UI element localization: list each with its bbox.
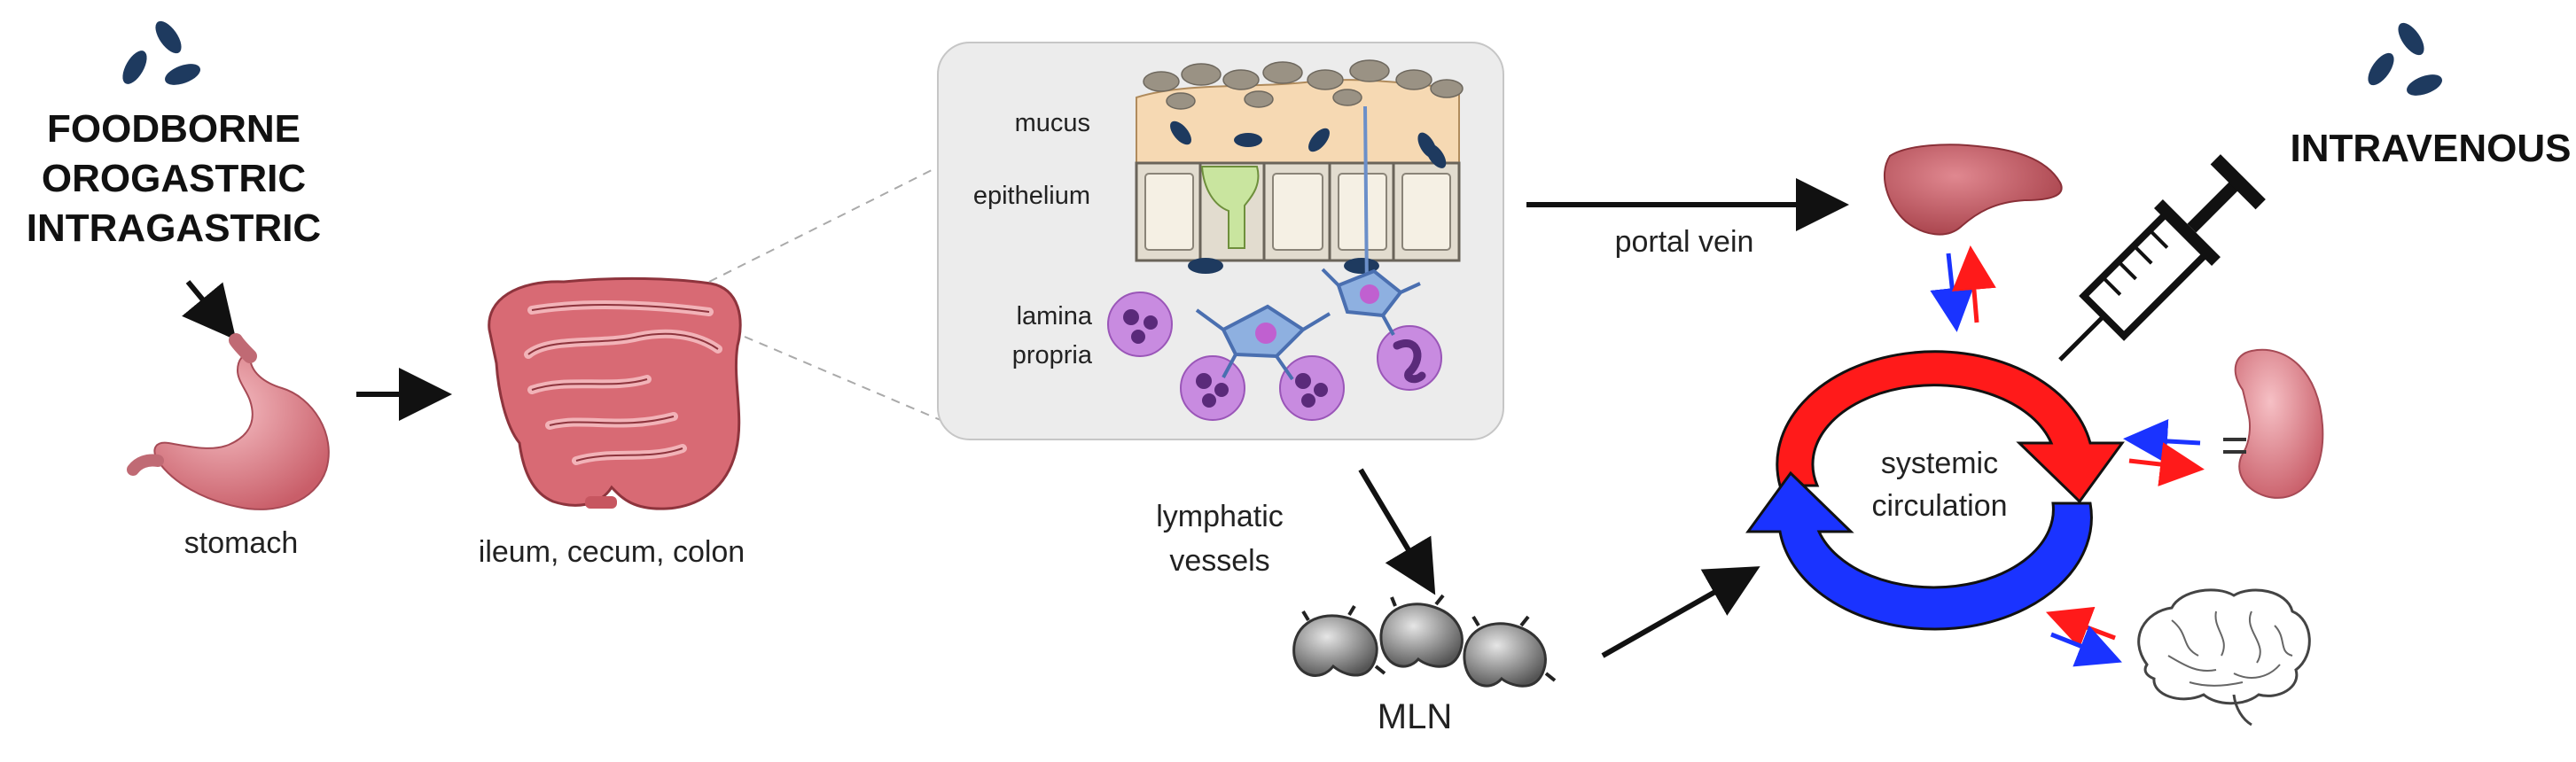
intestine-label: ileum, cecum, colon: [479, 535, 745, 569]
kidney-exchange-arrows: [2123, 418, 2205, 486]
brain-icon: [2137, 588, 2311, 727]
oral-route-label: FOODBORNE OROGASTRIC INTRAGASTRIC: [27, 107, 321, 250]
mln-icon: [1292, 594, 1557, 688]
route-foodborne: FOODBORNE: [47, 107, 301, 151]
lamina-propria-label-line2: propria: [1012, 341, 1093, 369]
brain-exchange-arrows: [2045, 606, 2122, 667]
epithelium-layer: [1135, 105, 1461, 293]
dendritic-cell-1: [1195, 304, 1331, 381]
venous-arrow: [1745, 470, 2093, 631]
goblet-cell: [1200, 166, 1260, 249]
portal-vein-label: portal vein: [1615, 225, 1754, 259]
circulation-label-line2: circulation: [1871, 489, 2007, 523]
stomach-icon: [127, 333, 330, 510]
immune-cells: [1107, 268, 1442, 421]
arrow-lymphatic: [1358, 468, 1436, 595]
mucus-label: mucus: [1015, 109, 1090, 137]
dendrite-extension: [1363, 105, 1369, 293]
gut-tissue-inset: mucus epithelium lamina propria: [937, 42, 1504, 440]
arterial-arrow: [1776, 350, 2125, 504]
lamina-propria-label-line1: lamina: [1017, 302, 1093, 330]
intestine-icon: [488, 276, 742, 510]
stomach-label: stomach: [184, 526, 299, 560]
arrow-mln-to-circulation: [1601, 566, 1760, 658]
liver-exchange-arrows: [1930, 245, 1996, 332]
epithelium-label: epithelium: [973, 182, 1090, 210]
kidney-icon: [2223, 348, 2324, 499]
route-orogastric: OROGASTRIC: [42, 157, 306, 200]
lymphatic-label-line1: lymphatic: [1156, 500, 1284, 533]
lymphatic-label-line2: vessels: [1169, 544, 1269, 578]
mucus-layer: [1136, 79, 1460, 166]
bacteria-icon-right: [2368, 22, 2443, 96]
dendritic-cell-2: [1321, 268, 1421, 336]
route-intragastric: INTRAGASTRIC: [27, 206, 321, 250]
systemic-circulation-cycle: systemic circulation: [1745, 350, 2125, 631]
mln-label: MLN: [1378, 697, 1452, 736]
zoom-lines: [708, 159, 954, 426]
route-intravenous: INTRAVENOUS: [2291, 127, 2572, 170]
microbiota-cluster: [1143, 59, 1464, 110]
liver-icon: [1883, 144, 2063, 236]
bacteria-icon-left: [122, 20, 201, 85]
syringe-icon: [2058, 154, 2266, 362]
flow-arrows: [182, 178, 1849, 658]
circulation-label-line1: systemic: [1881, 447, 1998, 480]
arrow-to-stomach: [182, 280, 237, 340]
